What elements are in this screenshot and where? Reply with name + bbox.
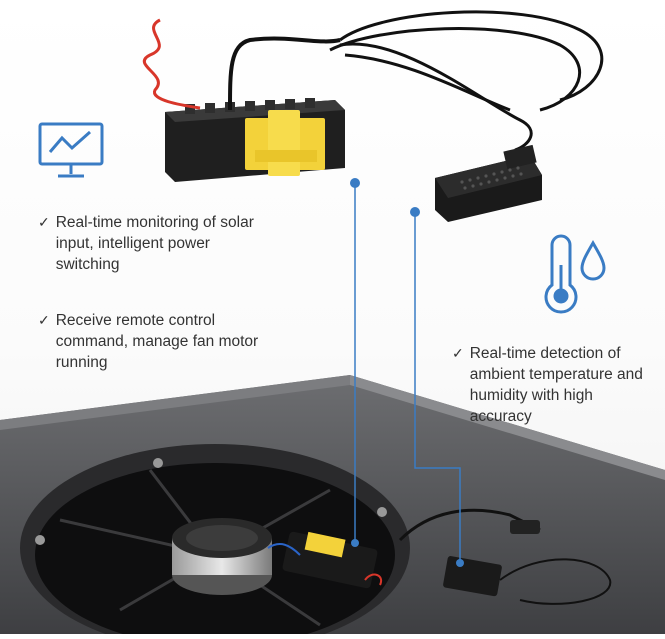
sensor-probe (435, 144, 542, 222)
feature-remote-control: ✓ Receive remote control command, manage… (38, 310, 268, 373)
callout-line-sensor (410, 207, 464, 567)
feature-monitoring: ✓ Real-time monitoring of solar input, i… (38, 212, 268, 275)
feature-monitoring-text: Real-time monitoring of solar input, int… (55, 214, 254, 273)
controller-module (142, 18, 345, 182)
check-icon: ✓ (452, 345, 464, 361)
feature-remote-control-text: Receive remote control command, manage f… (55, 312, 259, 371)
fan-motor (172, 518, 272, 595)
monitor-chart-icon (38, 122, 104, 178)
check-icon: ✓ (38, 214, 50, 230)
check-icon: ✓ (38, 312, 50, 328)
callout-line-controller (350, 178, 360, 547)
feature-detection: ✓ Real-time detection of ambient tempera… (452, 343, 652, 427)
thermometer-icon (544, 234, 578, 314)
water-droplet-icon (580, 240, 606, 281)
sensor-cable (329, 10, 604, 152)
feature-detection-text: Real-time detection of ambient temperatu… (469, 345, 643, 425)
